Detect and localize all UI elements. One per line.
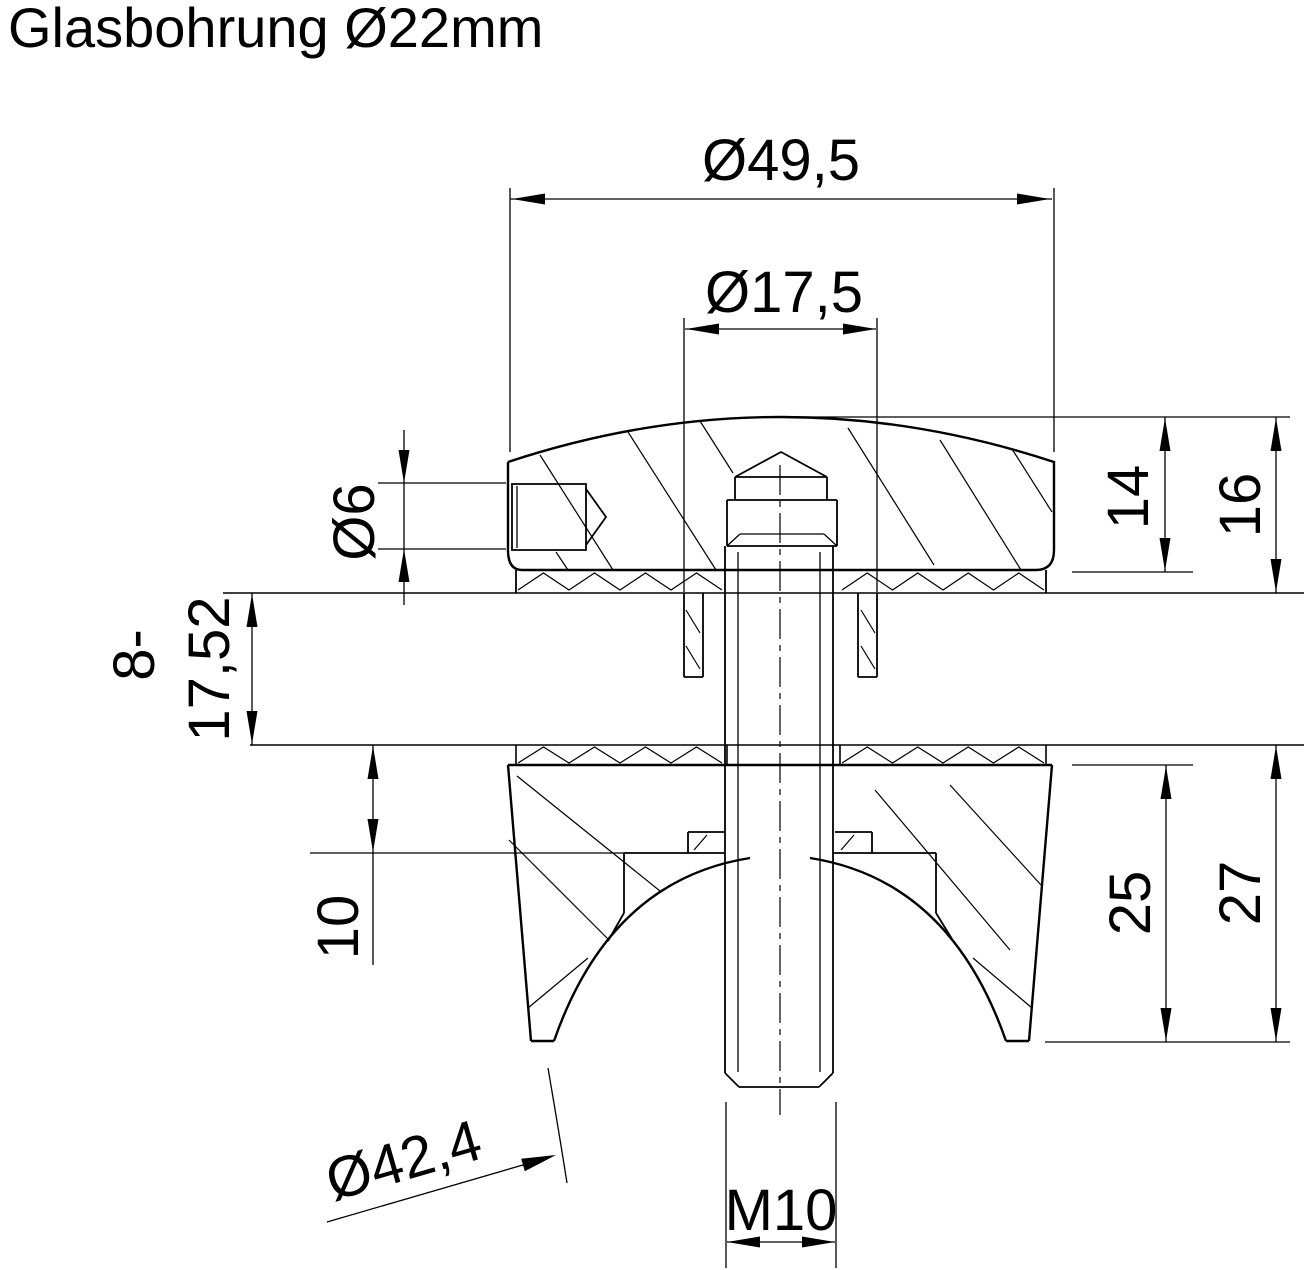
dim-label-glass-thickness-min: 8- (102, 629, 167, 681)
bottom-cone-outline (506, 745, 1054, 1043)
dim-label-cap-height: 14 (1096, 465, 1161, 530)
dimension-base-height-gasket: 27 (1208, 745, 1282, 1042)
dim-label-grub-screw: Ø6 (322, 483, 387, 560)
dimension-glass-thickness: 8- 17,52 (102, 593, 258, 745)
section-hatching (508, 420, 1053, 1009)
dimension-cap-diameter: Ø49,5 (509, 128, 1055, 452)
dimension-collar-diameter: Ø17,5 (683, 260, 878, 592)
dim-label-cap-diameter: Ø49,5 (702, 128, 860, 193)
dim-label-glass-thickness-max: 17,52 (177, 596, 242, 741)
dim-label-cap-height-gasket: 16 (1208, 473, 1273, 538)
page-title: Glasbohrung Ø22mm (8, 0, 543, 59)
dim-label-thread: M10 (725, 1178, 838, 1243)
dimension-thread: M10 (725, 1102, 838, 1268)
glass-panel-lines (223, 592, 1304, 746)
top-cap-outline (506, 415, 1056, 678)
dim-label-saddle-depth: 10 (306, 895, 371, 960)
grub-screw-outline (511, 483, 608, 551)
bolt-outline (724, 450, 838, 1115)
dimension-base-height: 25 (1045, 764, 1290, 1043)
dimension-saddle-depth: 10 (306, 745, 624, 965)
dimension-cap-height-gasket: 16 (1208, 417, 1282, 593)
dimension-cap-height: 14 (781, 416, 1290, 573)
dim-label-collar-diameter: Ø17,5 (705, 260, 863, 325)
dimension-grub-screw: Ø6 (322, 430, 506, 605)
dim-label-tube-diameter: Ø42,4 (319, 1107, 489, 1213)
dim-label-base-height-gasket: 27 (1208, 861, 1273, 926)
dim-label-base-height: 25 (1098, 871, 1163, 936)
dimension-tube-diameter: Ø42,4 (319, 1067, 568, 1223)
